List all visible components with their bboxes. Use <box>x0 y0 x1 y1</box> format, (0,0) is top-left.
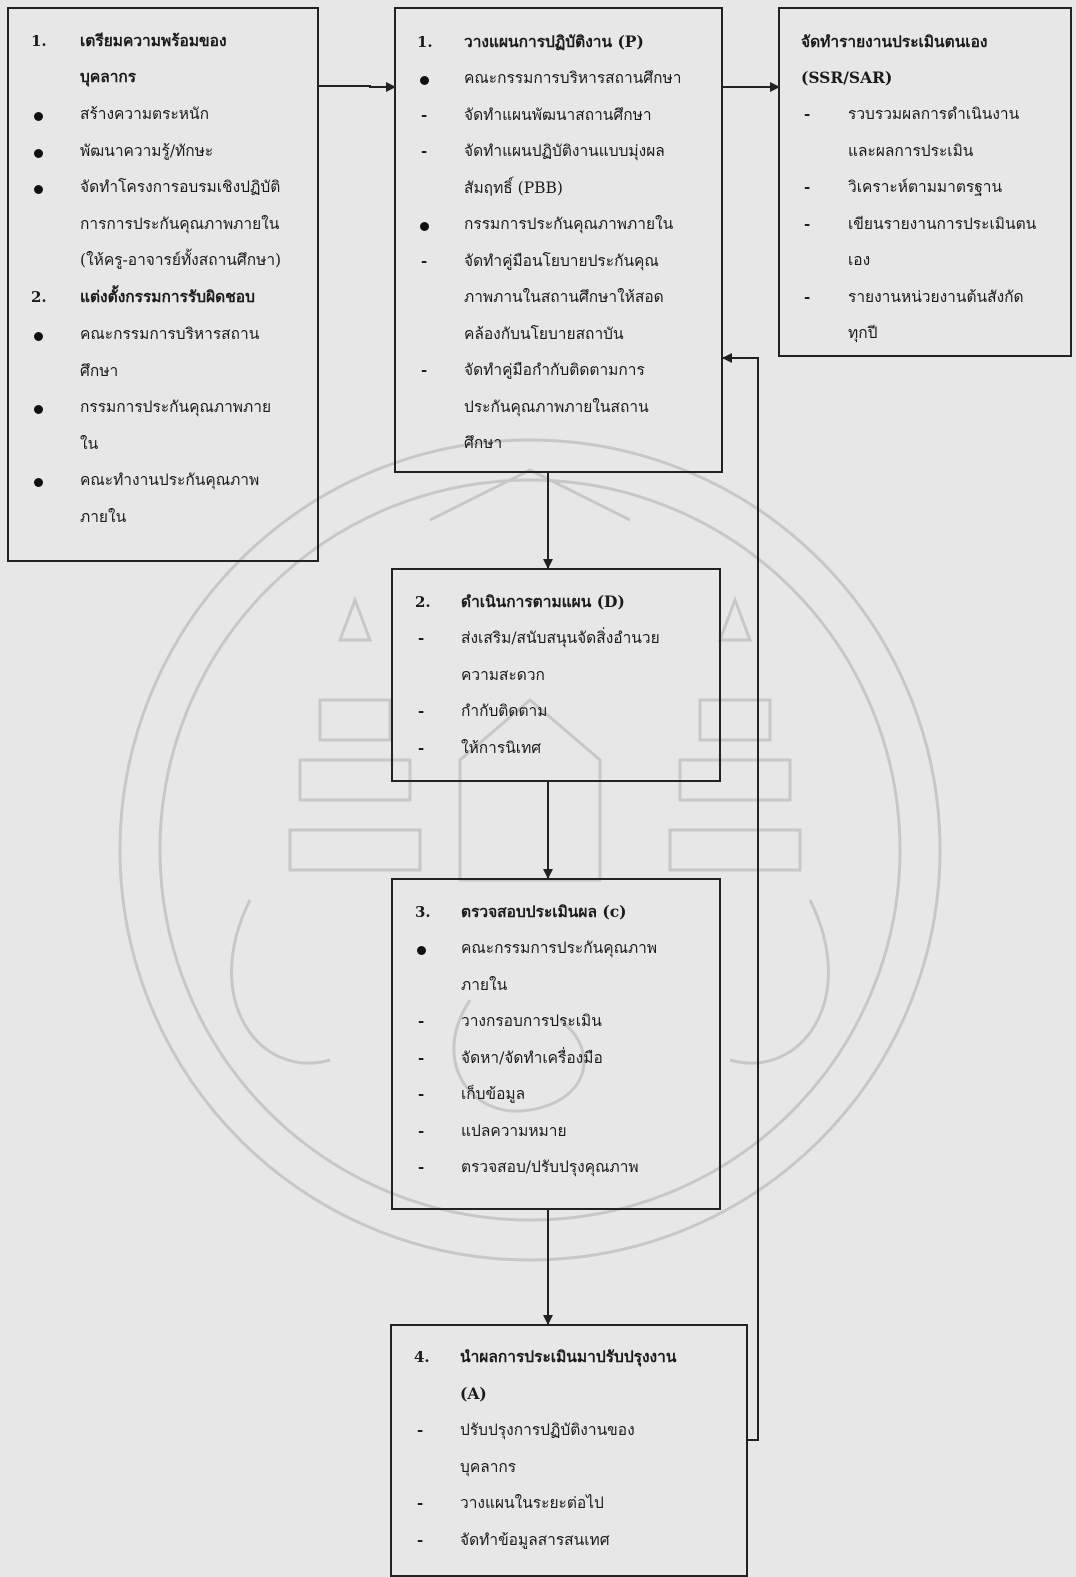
row-text: วางแผนในระยะต่อไป <box>460 1494 604 1512</box>
bullet-dot <box>34 149 43 158</box>
dash-marker: - <box>418 702 425 720</box>
dash-marker: - <box>418 629 425 647</box>
row-text: เอง <box>848 251 871 269</box>
arrow-act-to-plan <box>722 353 759 1441</box>
heading-line: บุคลากร <box>80 67 137 86</box>
bullet-dot <box>34 332 43 341</box>
dash-marker: - <box>418 1158 425 1176</box>
step-title: วางแผนการปฏิบัติงาน (P) <box>464 32 644 51</box>
row-text: ศึกษา <box>464 434 503 452</box>
dash-marker: - <box>418 1085 425 1103</box>
list-item-text: สร้างความตระหนัก <box>80 105 209 123</box>
row-text: วิเคราะห์ตามมาตรฐาน <box>848 178 1003 196</box>
row-text: (A) <box>460 1383 487 1403</box>
dash-marker: - <box>421 142 428 160</box>
row-text: จัดทำข้อมูลสารสนเทศ <box>460 1530 610 1549</box>
row-text: ปรับปรุงการปฏิบัติงานของ <box>460 1421 635 1439</box>
list-item-text: ศึกษา <box>80 362 119 380</box>
row-text: และผลการประเมิน <box>848 141 974 160</box>
list-item-text: ใน <box>80 435 99 453</box>
heading-line: เตรียมความพร้อมของ <box>80 31 227 50</box>
row-text: รายงานหน่วยงานต้นสังกัด <box>848 287 1024 306</box>
row-text: ให้การนิเทศ <box>461 738 542 757</box>
dash-marker: - <box>804 287 811 306</box>
list-item-text: การการประกันคุณภาพภายใน <box>80 215 280 233</box>
row-text: รวบรวมผลการดำเนินงาน <box>848 105 1020 123</box>
dash-marker: - <box>421 361 428 379</box>
row-text: ประกันคุณภาพภายในสถาน <box>464 397 649 416</box>
report-title-line: (SSR/SAR) <box>801 68 893 87</box>
step-number: 4. <box>414 1348 430 1366</box>
bullet-dot <box>420 76 429 85</box>
bullet-dot <box>34 478 43 487</box>
dash-marker: - <box>421 105 428 124</box>
row-text: คณะกรรมการบริหารสถานศึกษา <box>464 69 682 87</box>
dash-marker: - <box>417 1494 424 1512</box>
check-box: 3. ตรวจสอบประเมินผล (c) คณะกรรมการประกัน… <box>391 878 721 1210</box>
list-item-text: จัดทำโครงการอบรมเชิงปฏิบัติ <box>80 178 281 196</box>
list-item-text: คณะทำงานประกันคุณภาพ <box>80 471 260 489</box>
list-item-text: (ให้ครู-อาจารย์ทั้งสถานศึกษา) <box>80 251 282 269</box>
bullet-dot <box>417 946 426 955</box>
row-text: ทุกปี <box>848 324 878 342</box>
dash-marker: - <box>804 214 811 233</box>
step-number: 2. <box>415 593 431 611</box>
preparation-box: 1. เตรียมความพร้อมของ บุคลากร สร้างความต… <box>7 7 319 562</box>
row-text: นำผลการประเมินมาปรับปรุงงาน <box>460 1347 677 1366</box>
dash-marker: - <box>417 1421 424 1439</box>
arrow-prep-to-plan <box>318 82 396 92</box>
row-text: จัดทำคู่มือกำกับติดตามการ <box>464 361 645 379</box>
row-text: ตรวจสอบ/ปรับปรุงคุณภาพ <box>461 1158 639 1176</box>
list-item-text: กรรมการประกันคุณภาพภาย <box>80 398 272 416</box>
heading-number: 2. <box>31 288 47 306</box>
row-text: ส่งเสริม/สนับสนุนจัดสิ่งอำนวย <box>461 629 660 647</box>
row-text: กรรมการประกันคุณภาพภายใน <box>464 215 674 233</box>
row-text: ความสะดวก <box>461 665 545 684</box>
report-title-line: จัดทำรายงานประเมินตนเอง <box>801 32 988 51</box>
list-item-text: พัฒนาความรู้/ทักษะ <box>80 142 214 160</box>
row-text: สัมฤทธิ์ (PBB) <box>464 178 563 197</box>
step-number: 1. <box>417 33 433 51</box>
dash-marker: - <box>421 251 428 270</box>
row-text: จัดหา/จัดทำเครื่องมือ <box>461 1048 603 1067</box>
row-text: กำกับติดตาม <box>461 702 548 720</box>
step-title: ดำเนินการตามแผน (D) <box>461 592 625 611</box>
row-text: แปลความหมาย <box>461 1121 567 1140</box>
row-text: เขียนรายงานการประเมินตน <box>848 214 1037 233</box>
row-text: เก็บข้อมูล <box>461 1085 526 1103</box>
self-assessment-report-box: จัดทำรายงานประเมินตนเอง (SSR/SAR) - รวบรว… <box>778 7 1072 357</box>
row-text: ภาพภานในสถานศึกษาให้สอด <box>464 288 664 306</box>
dash-marker: - <box>418 738 425 757</box>
step-number: 3. <box>415 903 431 921</box>
dash-marker: - <box>418 1048 425 1067</box>
dash-marker: - <box>417 1530 424 1549</box>
row-text: วางกรอบการประเมิน <box>461 1012 602 1030</box>
bullet-dot <box>34 405 43 414</box>
row-text: ภายใน <box>461 975 508 994</box>
row-text: จัดทำแผนปฏิบัติงานแบบมุ่งผล <box>464 142 665 160</box>
row-text: จัดทำแผนพัฒนาสถานศึกษา <box>464 105 652 124</box>
dash-marker: - <box>804 178 811 196</box>
list-item-text: ภายใน <box>80 508 127 526</box>
row-text: คณะกรรมการประกันคุณภาพ <box>461 939 658 957</box>
dash-marker: - <box>418 1121 425 1140</box>
do-box: 2. ดำเนินการตามแผน (D) - ส่งเสริม/สนับสนุ… <box>391 568 721 782</box>
heading-number: 1. <box>31 32 47 50</box>
bullet-dot <box>34 185 43 194</box>
bullet-dot <box>34 112 43 121</box>
heading-line: แต่งตั้งกรรมการรับผิดชอบ <box>80 287 255 306</box>
bullet-dot <box>420 222 429 231</box>
dash-marker: - <box>418 1012 425 1030</box>
list-item-text: คณะกรรมการบริหารสถาน <box>80 325 260 343</box>
row-text: จัดทำคู่มือนโยบายประกันคุณ <box>464 251 659 270</box>
plan-box: 1. วางแผนการปฏิบัติงาน (P) คณะกรรมการบริ… <box>394 7 723 473</box>
dash-marker: - <box>804 105 811 123</box>
act-box: 4. นำผลการประเมินมาปรับปรุงงาน (A) - ปรับปร… <box>390 1324 748 1577</box>
row-text: คล้องกับนโยบายสถาบัน <box>464 324 624 343</box>
row-text: บุคลากร <box>460 1457 517 1476</box>
step-title: ตรวจสอบประเมินผล (c) <box>461 902 627 921</box>
